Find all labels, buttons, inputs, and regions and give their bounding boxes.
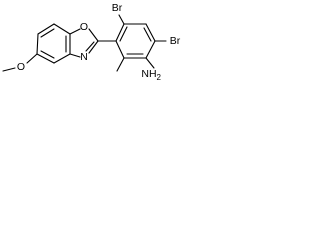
ring-nitrogen-label: N <box>80 51 88 63</box>
benzo-ring-bond-3 <box>53 23 71 35</box>
phenyl-ring-bond-1-inner <box>119 26 128 42</box>
benzo-ring-bond-6 <box>36 53 55 64</box>
methoxy-oxygen-bond <box>26 53 38 64</box>
ring-oxygen-label: O <box>80 21 88 33</box>
benzo-ring-bond-1 <box>36 33 39 55</box>
methoxy-oxygen-label: O <box>17 61 25 73</box>
amine-label: NH2 <box>141 68 161 82</box>
oxazole-ring-c2-n-bond-inner <box>85 41 95 52</box>
amine-label-main: NH <box>141 68 156 80</box>
oxazole-ring-c2-n-bond <box>88 40 99 54</box>
phenyl-ring-bond-4 <box>145 40 156 59</box>
bond-layer <box>2 14 167 72</box>
atom-label-layer: O O N Br Br NH2 <box>17 2 181 82</box>
methoxy-methyl-bond <box>2 67 16 72</box>
phenyl-ring-bond-3-inner <box>143 27 152 42</box>
methyl-bond <box>116 57 125 72</box>
phenyl-ring-bond-6 <box>115 40 125 59</box>
oxazole-ring-n-bond <box>69 53 81 58</box>
chemical-structure-diagram: O O N Br Br NH2 <box>2 2 181 82</box>
oxazole-ring-o-bond <box>69 28 81 35</box>
oxazole-ring-c2-o-bond <box>88 28 99 42</box>
benzo-ring-bond-5 <box>53 53 71 64</box>
benzo-ring-bond-6-inner <box>40 50 55 59</box>
phenyl-ring-bond-3 <box>145 23 156 42</box>
bromo-top-bond <box>118 14 125 25</box>
amine-label-subscript: 2 <box>157 73 162 82</box>
benzo-ring-bond-2 <box>37 23 55 35</box>
bromine-right-label: Br <box>170 35 181 47</box>
amine-bond <box>145 57 155 69</box>
benzo-ring-bond-2-inner <box>40 28 55 38</box>
bromine-top-label: Br <box>112 2 123 14</box>
phenyl-ring-bond-1 <box>115 23 125 42</box>
